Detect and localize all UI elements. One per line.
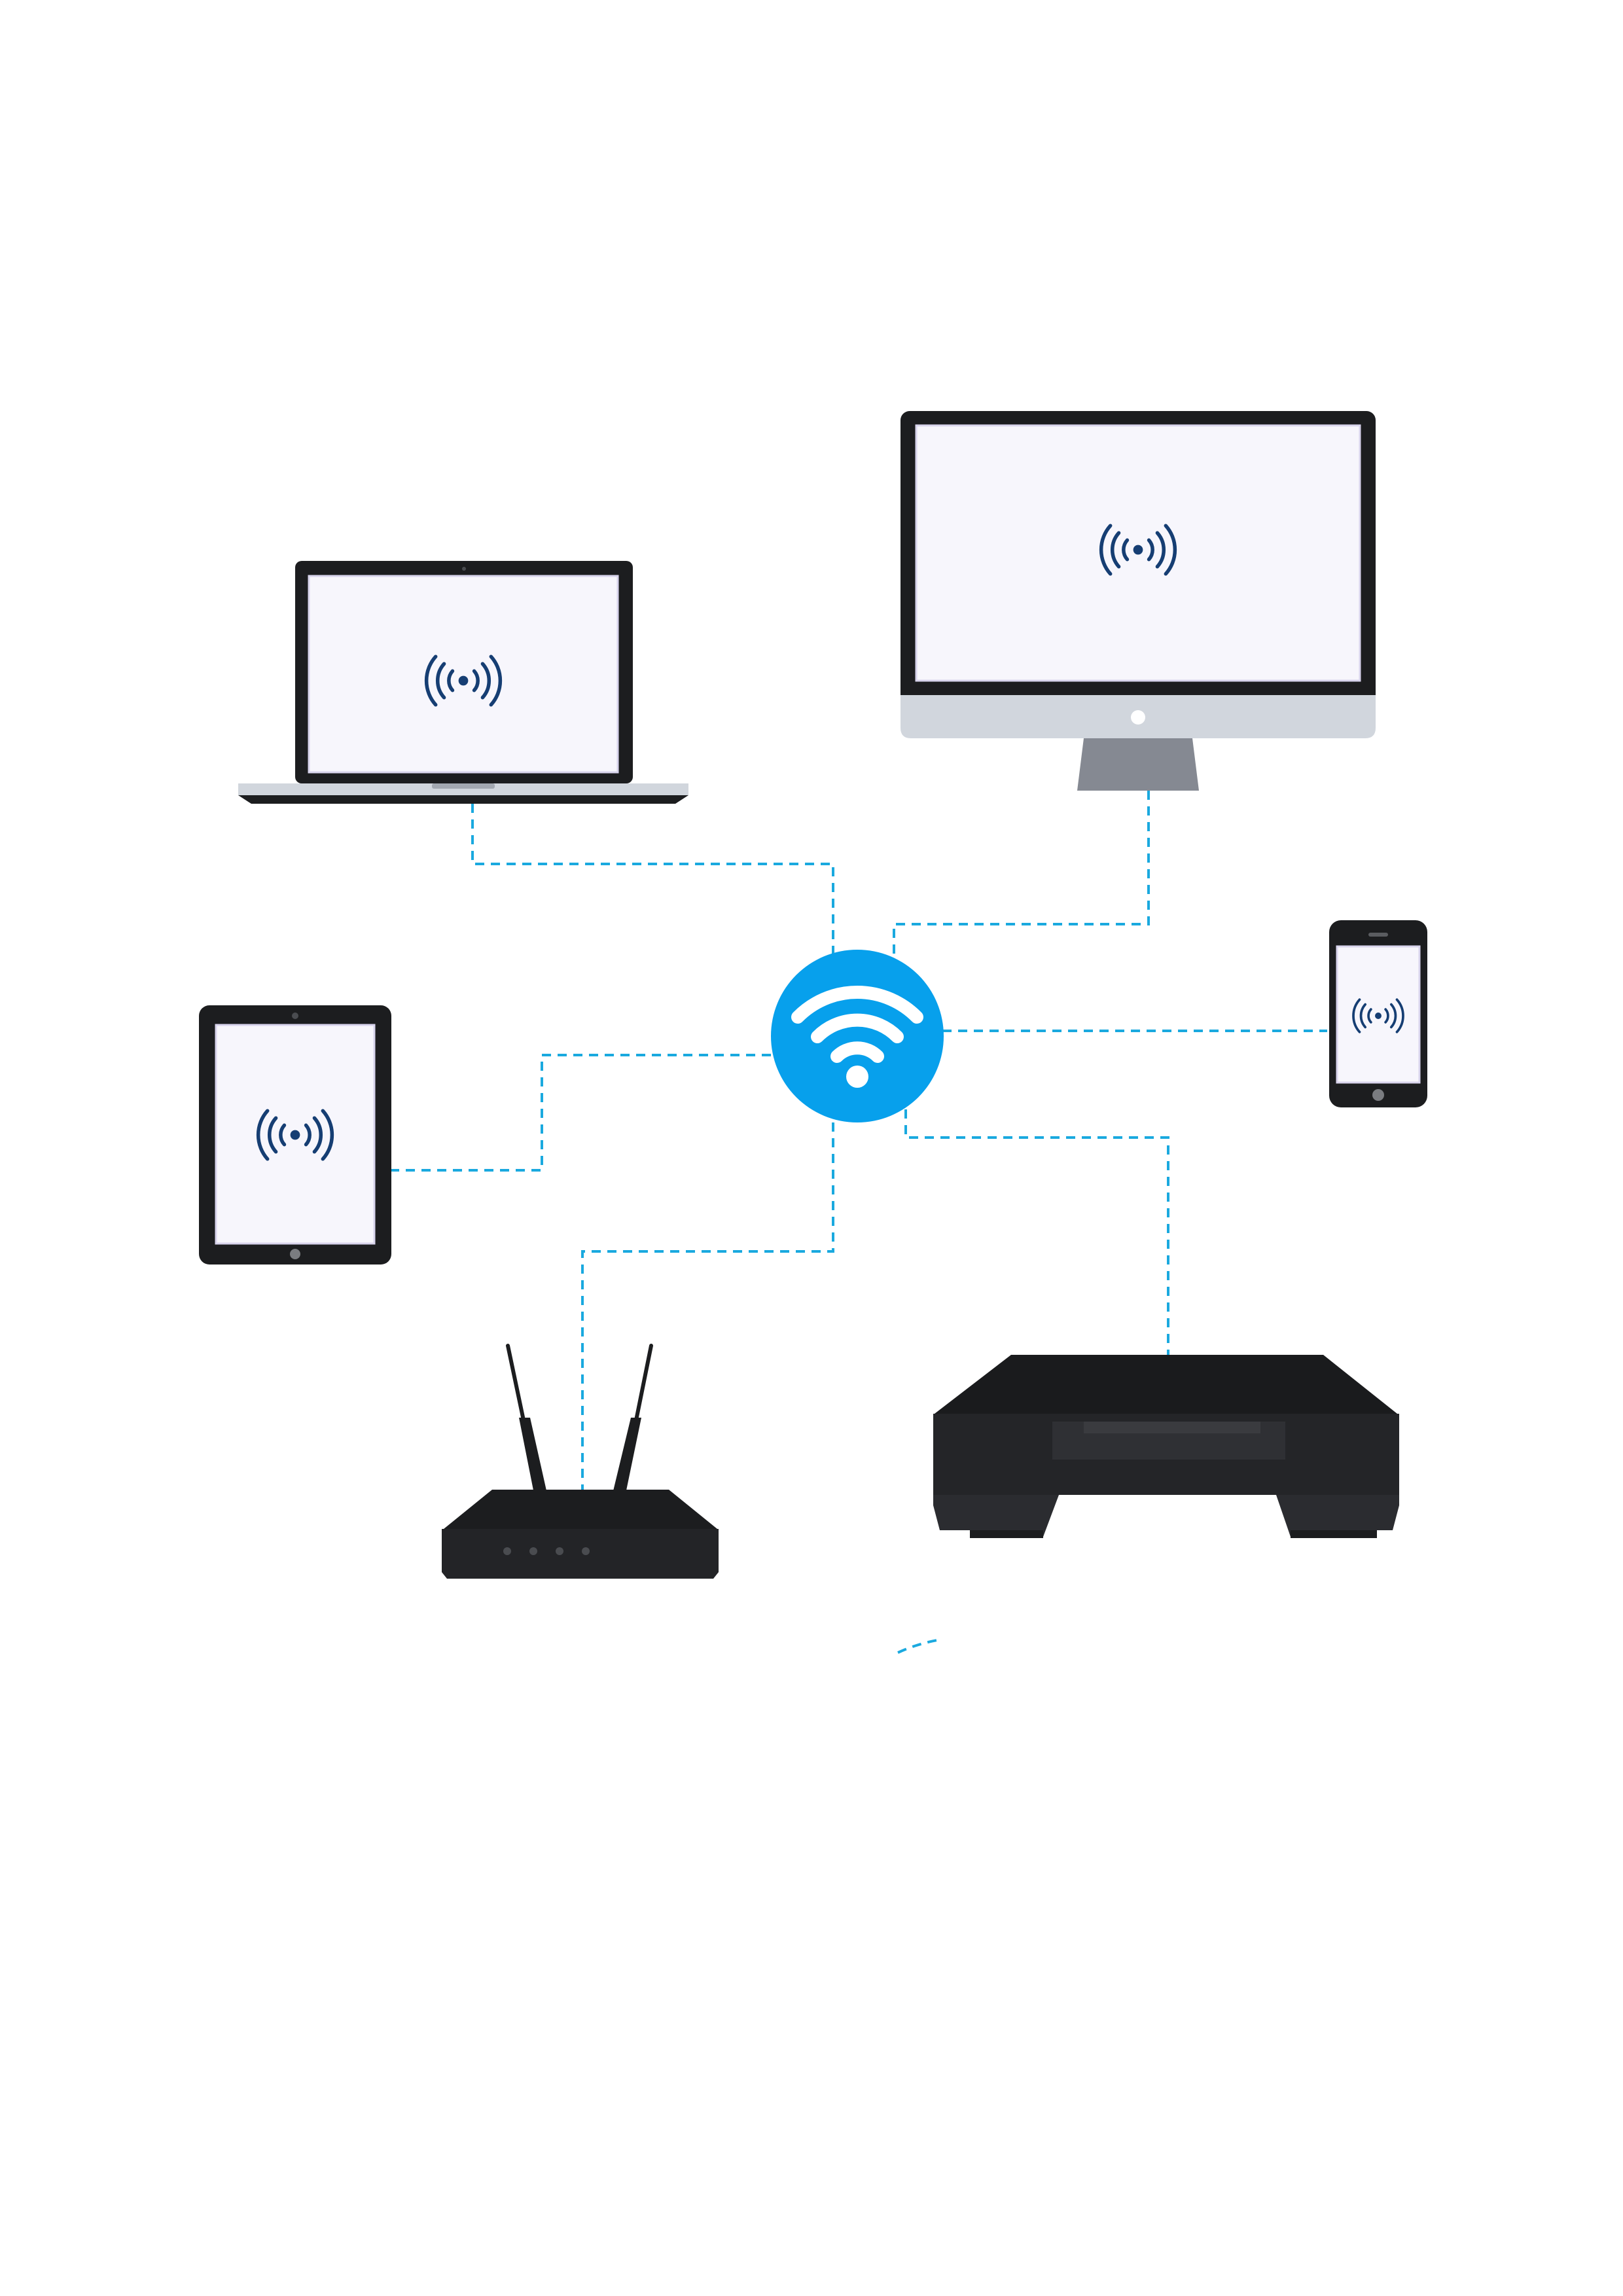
laptop-screen [308,575,619,774]
printer-foot-right [1276,1495,1399,1537]
printer-top [935,1355,1397,1414]
laptop-hinge-notch [432,783,495,789]
connector-tablet [390,1054,772,1172]
desktop-monitor [901,411,1376,791]
stray-mark [897,1639,938,1654]
tablet [199,1005,391,1265]
laptop-base-edge [238,795,688,804]
smartphone [1329,920,1427,1107]
wifi-icon [791,986,923,1088]
wifi-hub [771,950,944,1122]
tablet-home-button [290,1249,300,1259]
connector-printer [904,1109,1169,1355]
phone-home-button [1372,1089,1384,1101]
connector-monitor [893,791,1150,962]
connector-laptop [471,804,834,954]
hub-circle [771,950,944,1122]
monitor-stand [1077,738,1199,791]
laptop [238,561,688,804]
printer-base-left [970,1530,1043,1538]
tablet-camera [292,1013,298,1019]
router-led-3 [556,1547,563,1555]
router [442,1344,719,1579]
printer-paper-tray [1084,1422,1260,1433]
router-led-4 [582,1547,590,1555]
router-antenna-left [506,1344,526,1422]
router-antenna-right-base [613,1418,641,1494]
router-led-2 [529,1547,537,1555]
router-top [444,1490,717,1529]
router-front [442,1529,719,1579]
router-led-1 [503,1547,511,1555]
phone-speaker [1368,933,1388,937]
printer [933,1355,1399,1538]
connector-router [581,1122,834,1491]
printer-foot-left [933,1495,1059,1537]
printer-base-right [1291,1530,1377,1538]
router-antenna-right [634,1344,653,1422]
router-antenna-left-base [519,1418,547,1494]
monitor-power-dot [1131,710,1145,725]
connectors [390,791,1327,1654]
laptop-camera [462,567,466,571]
